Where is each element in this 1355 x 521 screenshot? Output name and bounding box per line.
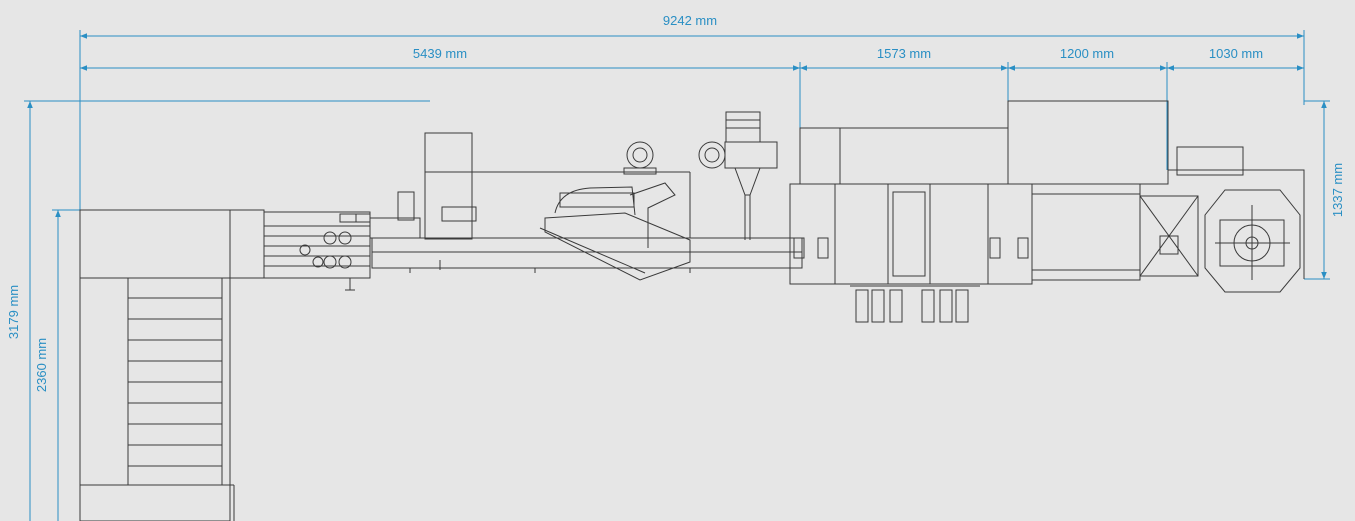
feeder-unit bbox=[263, 191, 421, 291]
processing-block bbox=[789, 127, 1033, 323]
dimension-lines bbox=[24, 30, 1330, 521]
machine-outline bbox=[79, 100, 1305, 521]
infeed-stacker bbox=[79, 209, 265, 521]
dim-section-4: 1030 mm bbox=[1209, 46, 1263, 61]
rotary-unit bbox=[1139, 146, 1305, 293]
inclined-unit bbox=[539, 182, 691, 281]
dim-right-height: 1337 mm bbox=[1330, 163, 1345, 217]
dim-section-2: 1573 mm bbox=[877, 46, 931, 61]
dim-section-1: 5439 mm bbox=[413, 46, 467, 61]
dim-overall-length: 9242 mm bbox=[663, 13, 717, 28]
conveyor-section bbox=[371, 237, 803, 273]
outfeed-section bbox=[1007, 100, 1169, 281]
blower-units bbox=[623, 111, 778, 240]
dim-section-3: 1200 mm bbox=[1060, 46, 1114, 61]
dim-infeed-height: 2360 mm bbox=[34, 338, 49, 392]
dim-overall-height: 3179 mm bbox=[6, 285, 21, 339]
hopper-tower bbox=[424, 132, 691, 240]
